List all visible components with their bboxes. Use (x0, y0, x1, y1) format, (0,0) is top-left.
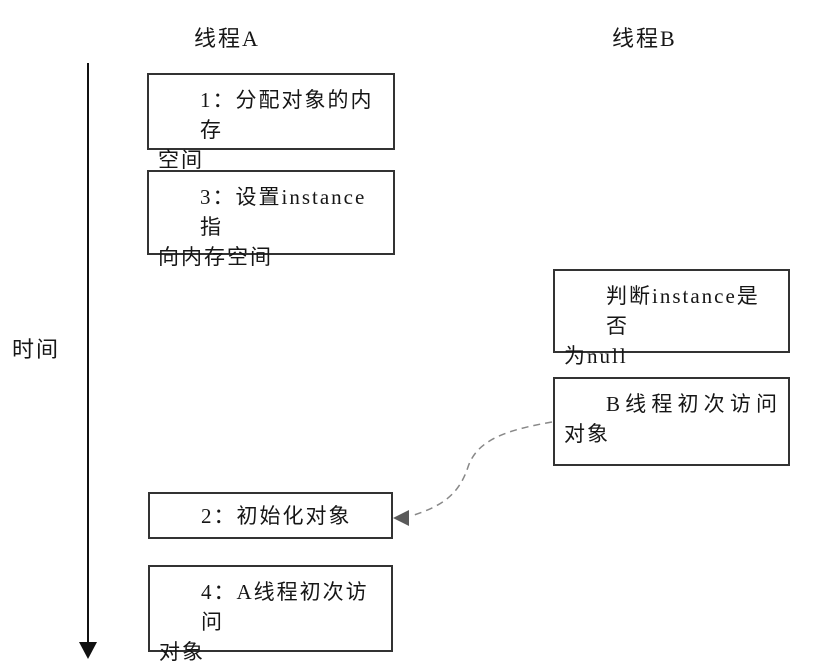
step-text-line: 对象 (159, 640, 205, 664)
step-text-line: 向内存空间 (158, 245, 273, 269)
dashed-arrowhead-icon (393, 510, 409, 526)
step-box-4-a-thread-first-access: 4：A线程初次访问 对象 (148, 565, 393, 664)
step-box-3-set-instance-pointer: 3：设置instance指 向内存空间 (147, 170, 395, 269)
step-text-line: 为null (564, 344, 628, 368)
step-box-1-allocate-memory: 1：分配对象的内存 空间 (147, 73, 395, 172)
step-text-line: 3：设置instance指 (200, 185, 367, 239)
step-text-line: 判断instance是否 (606, 284, 760, 338)
box-b-thread-first-access: B线程初次访问 对象 (553, 377, 790, 466)
time-axis-arrowhead-icon (79, 642, 97, 659)
step-box-2-initialize-object: 2：初始化对象 (148, 492, 393, 539)
dashed-curve-arrow (410, 421, 553, 517)
thread-a-column-header: 线程A (194, 26, 260, 51)
step-text-line: 1：分配对象的内存 (200, 88, 374, 142)
step-text-line: B线程初次访问 (606, 392, 779, 416)
time-axis-line (87, 63, 89, 643)
time-axis-label: 时间 (12, 337, 61, 362)
step-text-line: 2：初始化对象 (201, 504, 352, 528)
box-b-check-instance-null: 判断instance是否 为null (553, 269, 790, 368)
step-text-line: 对象 (564, 422, 610, 446)
thread-b-column-header: 线程B (612, 26, 677, 51)
step-text-line: 4：A线程初次访问 (201, 580, 369, 634)
step-text-line: 空间 (158, 148, 204, 172)
